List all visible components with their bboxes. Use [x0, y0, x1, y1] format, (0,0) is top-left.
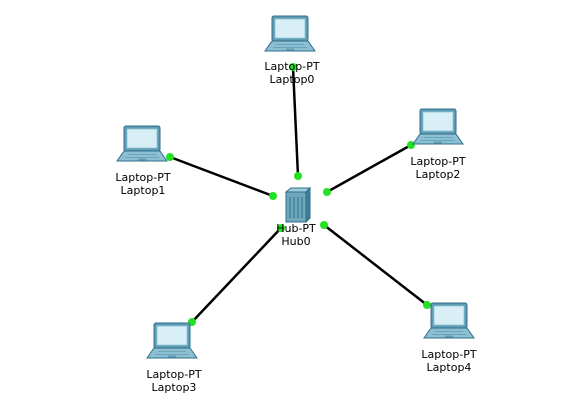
hub-port-laptop0-status-light: [294, 172, 302, 180]
link-hub0-laptop4[interactable]: [323, 224, 428, 306]
links-layer: [169, 66, 428, 323]
laptop4-laptop-icon[interactable]: [423, 302, 475, 339]
link-hub0-laptop0[interactable]: [291, 66, 300, 177]
device-port-laptop2-status-light: [407, 141, 415, 149]
hub-port-laptop4-status-light: [320, 221, 328, 229]
laptop1-laptop-icon[interactable]: [116, 125, 168, 162]
link-hub0-laptop2[interactable]: [326, 143, 412, 194]
laptop2-laptop-icon[interactable]: [412, 108, 464, 145]
link-hub0-laptop1[interactable]: [169, 155, 274, 198]
laptop0-laptop-icon[interactable]: [264, 15, 316, 52]
device-port-laptop0-status-light: [289, 63, 297, 71]
hub-port-laptop3-status-light: [277, 224, 285, 232]
hub0-hub-icon[interactable]: [285, 187, 311, 223]
device-port-laptop1-status-light: [166, 153, 174, 161]
hub-port-laptop2-status-light: [323, 188, 331, 196]
device-port-laptop4-status-light: [423, 301, 431, 309]
laptop3-laptop-icon[interactable]: [146, 322, 198, 359]
ports-layer: [166, 63, 431, 326]
hub-port-laptop1-status-light: [269, 192, 277, 200]
link-hub0-laptop3[interactable]: [191, 227, 282, 323]
